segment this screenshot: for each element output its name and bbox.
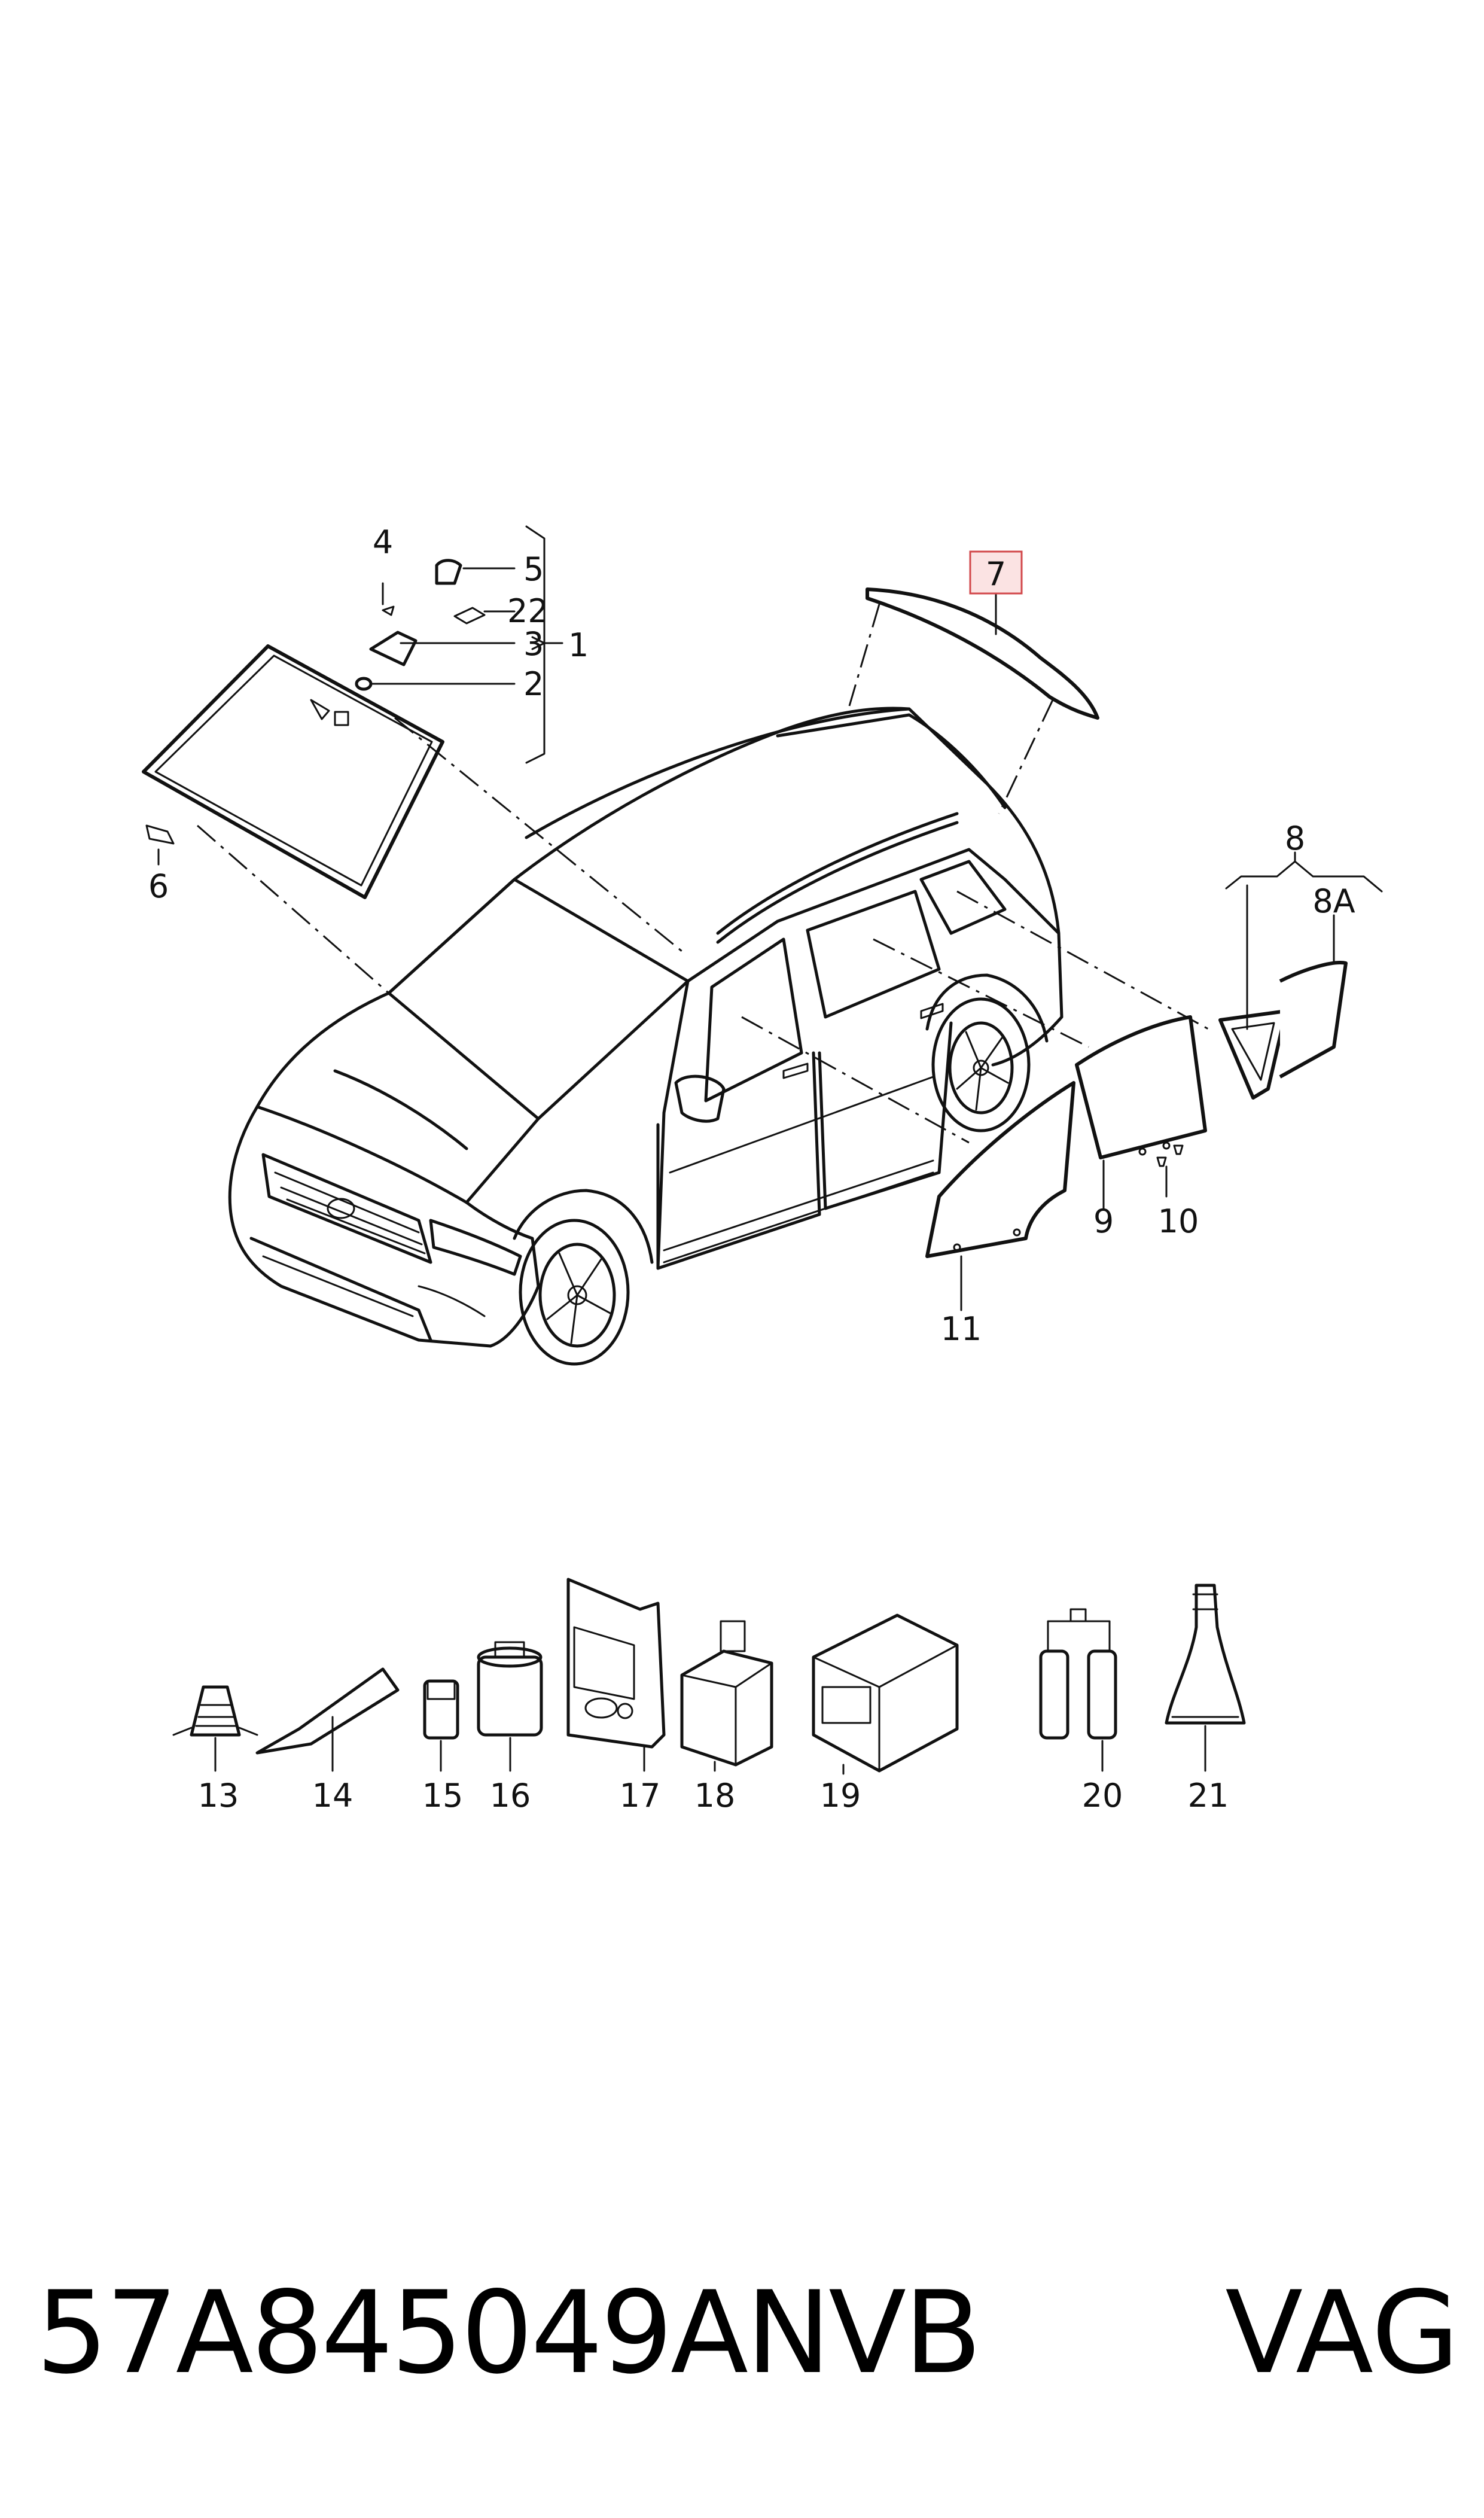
callout-5: 5 <box>523 550 544 588</box>
consumable-16 <box>477 1641 543 1772</box>
rear-door-glass <box>1075 1015 1207 1159</box>
callout-8a: 8A <box>1312 882 1355 920</box>
callout-6: 6 <box>148 867 169 905</box>
callout-8: 8 <box>1285 820 1305 857</box>
consumable-20 <box>1039 1608 1117 1772</box>
callout-13: 13 <box>198 1777 239 1814</box>
consumable-17 <box>566 1578 666 1772</box>
callout-3: 3 <box>523 625 544 663</box>
brand-label: VAG <box>1225 2267 1459 2399</box>
callout-20: 20 <box>1082 1777 1123 1814</box>
consumable-14 <box>255 1667 400 1772</box>
callout-16: 16 <box>490 1777 531 1814</box>
consumable-15 <box>423 1679 459 1772</box>
callout-22: 22 <box>507 592 548 630</box>
guide-clips-10 <box>1156 1144 1184 1167</box>
callout-18: 18 <box>694 1777 736 1814</box>
callout-11: 11 <box>941 1310 982 1348</box>
front-door-glass <box>925 1081 1075 1258</box>
windshield <box>142 644 444 899</box>
callout-1: 1 <box>568 626 589 664</box>
consumable-13 <box>172 1685 258 1772</box>
callout-7-highlight-box <box>969 550 1023 595</box>
callout-10: 10 <box>1158 1202 1199 1240</box>
leader-lines-side <box>960 588 1383 1311</box>
leader-lines-group1 <box>157 525 563 866</box>
callout-labels: 4 5 22 3 2 1 6 7 8 8A 9 10 11 13 14 15 1… <box>148 523 1355 1814</box>
callout-9: 9 <box>1093 1202 1114 1240</box>
callout-15: 15 <box>422 1777 464 1814</box>
consumable-21 <box>1165 1584 1246 1772</box>
footer: 57A845049ANVB VAG <box>36 2273 1459 2393</box>
quarter-glass <box>1218 1009 1288 1100</box>
mirror-sensor-parts <box>145 559 486 845</box>
callout-7: 7 <box>986 555 1006 593</box>
consumable-18 <box>680 1620 773 1772</box>
callout-21: 21 <box>1188 1777 1229 1814</box>
rear-window <box>866 587 1099 720</box>
consumable-19 <box>812 1613 959 1775</box>
callout-2: 2 <box>523 665 544 703</box>
callout-14: 14 <box>312 1777 354 1814</box>
callout-17: 17 <box>620 1777 661 1814</box>
dash-dot-lines <box>197 604 1209 1144</box>
car-body <box>228 707 1064 1366</box>
callout-19: 19 <box>820 1777 861 1814</box>
part-number: 57A845049ANVB <box>36 2267 982 2399</box>
callout-4: 4 <box>373 523 393 561</box>
quarter-glass-8a <box>1279 961 1348 1079</box>
